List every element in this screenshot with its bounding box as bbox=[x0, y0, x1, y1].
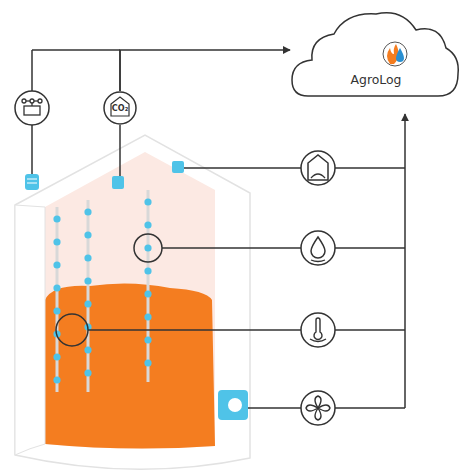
sensor-dot bbox=[84, 300, 91, 307]
sensor-dot bbox=[84, 231, 91, 238]
sensor-dot bbox=[84, 277, 91, 284]
brand-name: AgroLog bbox=[290, 74, 462, 86]
sensor-dot bbox=[53, 376, 60, 383]
sensor-dot bbox=[53, 215, 60, 222]
sensor-dot bbox=[84, 346, 91, 353]
sensor-dot bbox=[53, 284, 60, 291]
sensor-dot bbox=[144, 359, 151, 366]
co2-sensor bbox=[112, 176, 124, 189]
silo-interior bbox=[45, 152, 215, 449]
sensor-dot bbox=[144, 313, 151, 320]
agrolog-logo bbox=[383, 42, 407, 66]
wires bbox=[32, 50, 405, 408]
icon-circle bbox=[104, 92, 136, 124]
sensor-dot bbox=[53, 261, 60, 268]
cable bbox=[56, 207, 59, 392]
cloud-outline bbox=[290, 4, 462, 102]
sensor-dot bbox=[144, 244, 151, 251]
co2-sensor-icon: CO₂ bbox=[103, 91, 137, 125]
sensor-dot bbox=[84, 369, 91, 376]
fan-unit bbox=[218, 390, 248, 420]
highlight-ring bbox=[134, 234, 162, 262]
data-link-arrow bbox=[120, 50, 290, 91]
silo-wall bbox=[15, 205, 45, 455]
sensor-dot bbox=[144, 198, 151, 205]
fan-icon bbox=[301, 391, 335, 425]
level-icon bbox=[301, 151, 335, 185]
sensor-dot bbox=[53, 353, 60, 360]
highlight-ring bbox=[56, 314, 88, 346]
sensor-dot bbox=[144, 221, 151, 228]
sensor-dot bbox=[144, 336, 151, 343]
humidity-icon bbox=[301, 231, 335, 265]
cloud-platform: AgroLog bbox=[290, 4, 462, 102]
level-sensor bbox=[25, 174, 39, 190]
radar-sensor bbox=[172, 161, 184, 173]
grain-mass bbox=[45, 283, 215, 448]
sensor-label: CO₂ bbox=[103, 104, 137, 112]
sensor-dot bbox=[84, 208, 91, 215]
sensor-dot bbox=[53, 238, 60, 245]
sensor-dot bbox=[144, 267, 151, 274]
sensor-dot bbox=[144, 290, 151, 297]
cable bbox=[87, 200, 90, 392]
sensor-dot bbox=[53, 307, 60, 314]
gateway-icon bbox=[15, 91, 49, 125]
cable bbox=[147, 190, 150, 382]
silo-shell bbox=[15, 135, 250, 469]
bus-wire bbox=[32, 49, 120, 51]
sensor-dot bbox=[84, 254, 91, 261]
temperature-icon bbox=[301, 313, 335, 347]
sensor-cables bbox=[53, 190, 151, 392]
